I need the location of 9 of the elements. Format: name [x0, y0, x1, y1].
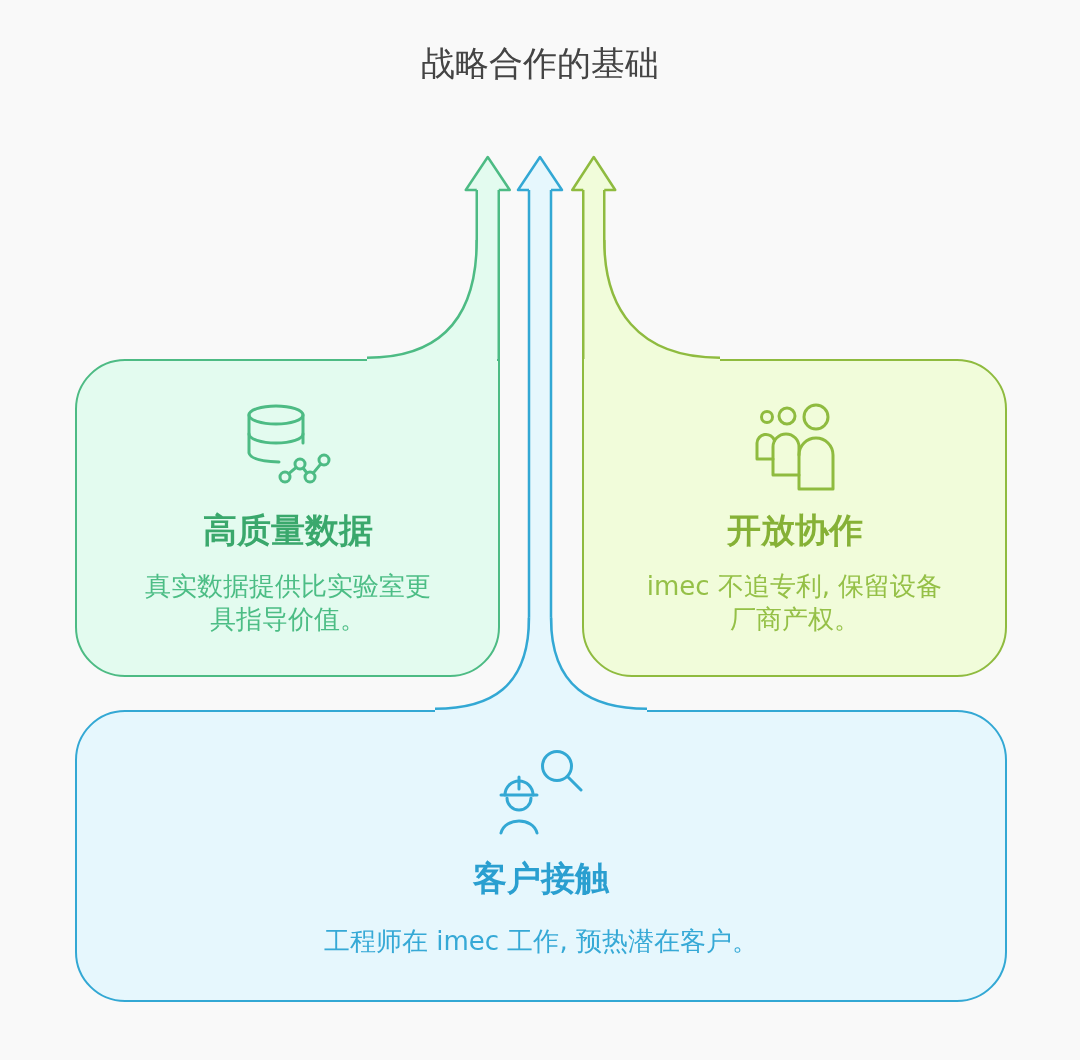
section-heading: 开放协作 [726, 509, 863, 551]
section-description: 真实数据提供比实验室更具指导价值。 [143, 569, 432, 636]
section-description: 工程师在 imec 工作, 预热潜在客户。 [324, 924, 758, 958]
section-description: imec 不追专利, 保留设备厂商产权。 [645, 569, 944, 636]
rounded-box [75, 359, 500, 677]
section-heading: 客户接触 [473, 857, 609, 899]
section-heading: 高质量数据 [202, 509, 373, 551]
diagram-title: 战略合作的基础 [421, 42, 659, 85]
rounded-box [582, 359, 1007, 677]
